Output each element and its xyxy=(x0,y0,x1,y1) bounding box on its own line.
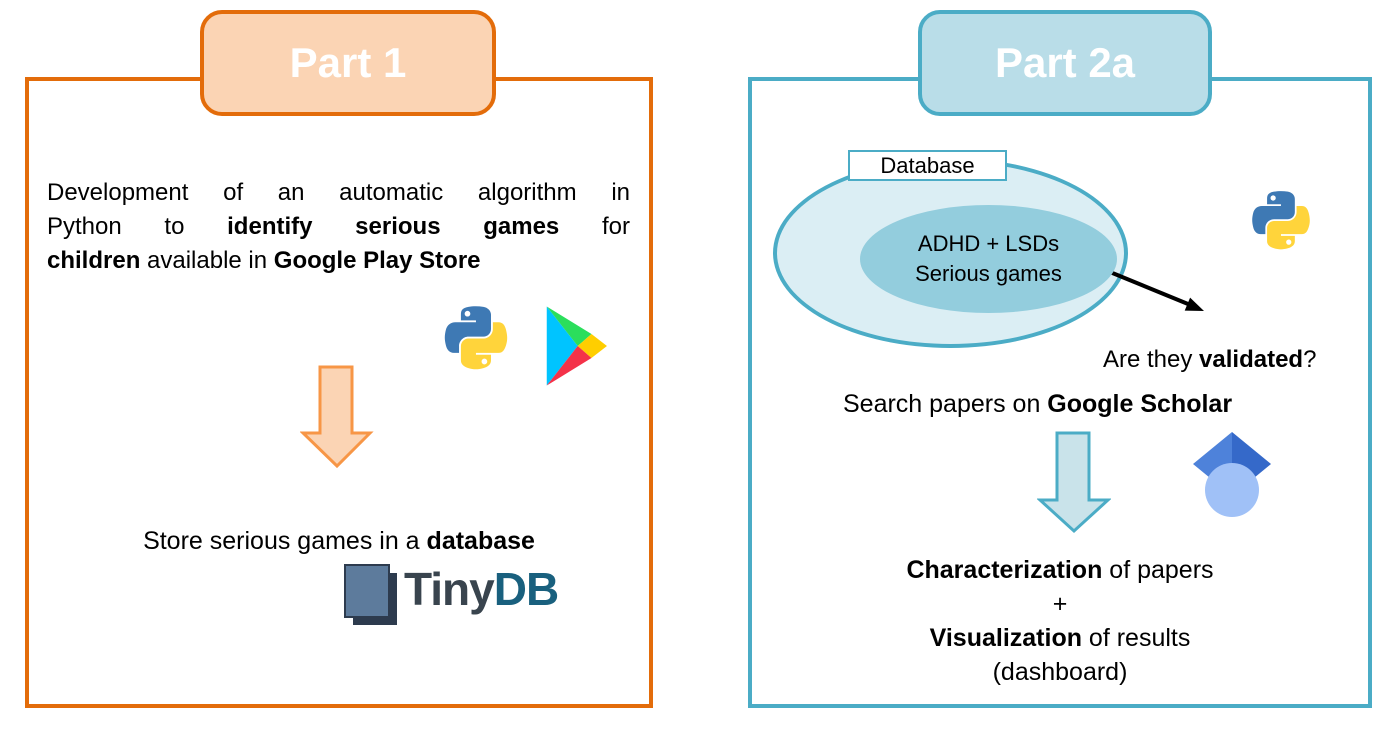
results-line-characterization: Characterization of papers xyxy=(906,556,1214,584)
google-scholar-icon xyxy=(1193,432,1271,517)
part1-store-line: Store serious games in a database xyxy=(143,527,535,555)
part1-title: Part 1 xyxy=(289,39,407,86)
python-icon xyxy=(1252,191,1310,250)
results-line-plus: + xyxy=(1052,590,1068,618)
serious-games-ellipse: ADHD + LSDs Serious games xyxy=(860,205,1117,313)
part1-description-line: Python to identify serious games for xyxy=(47,213,631,240)
venn-line2: Serious games xyxy=(915,261,1062,286)
tinydb-db-label: DB xyxy=(493,563,559,615)
part1-title-badge: Part 1 xyxy=(200,10,496,116)
venn-line1: ADHD + LSDs xyxy=(917,231,1060,256)
part1-description-line: Development of an automatic algorithm in xyxy=(47,179,630,206)
tinydb-logo-text: TinyDB xyxy=(404,563,559,615)
results-line-visualization: Visualization of results xyxy=(929,624,1191,652)
validated-question: Are they validated? xyxy=(1103,346,1317,373)
google-play-icon xyxy=(546,306,607,386)
down-arrow-icon xyxy=(300,365,374,469)
search-papers-line: Search papers on Google Scholar xyxy=(843,390,1233,418)
python-icon xyxy=(444,306,508,370)
part2a-title: Part 2a xyxy=(994,39,1136,86)
part1-description: Development of an automatic algorithm in… xyxy=(47,176,630,278)
down-arrow-icon xyxy=(1037,431,1111,534)
part2a-title-badge: Part 2a xyxy=(918,10,1212,116)
part1-description-line: children available in Google Play Store xyxy=(47,247,481,274)
tinydb-book-icon xyxy=(344,564,397,625)
database-label: Database xyxy=(848,150,1007,181)
tinydb-tiny-label: Tiny xyxy=(404,563,495,615)
part2a-results: Characterization of papers + Visualizati… xyxy=(748,553,1372,689)
results-line-dashboard: (dashboard) xyxy=(992,658,1128,686)
